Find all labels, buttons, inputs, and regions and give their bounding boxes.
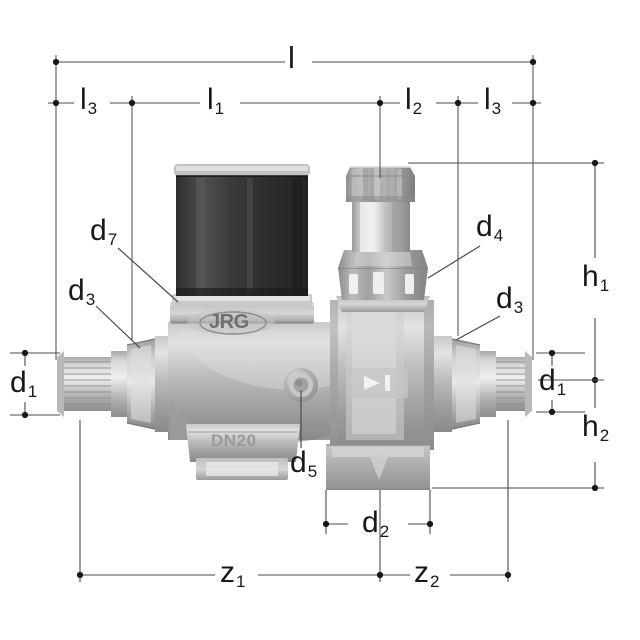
dimension-label-d3-left: d3 xyxy=(68,274,96,310)
dimension-label-h1: h1 xyxy=(582,260,610,296)
bottom-outlet xyxy=(326,444,430,490)
dimension-l xyxy=(52,58,537,66)
leader-d3-left xyxy=(95,305,141,349)
dimension-label-d1-right: d1 xyxy=(539,364,567,400)
adjustment-knob xyxy=(346,166,415,202)
black-cap xyxy=(172,164,312,306)
extension-lines-top xyxy=(55,55,534,360)
dimension-label-d3-right: d3 xyxy=(496,282,524,318)
brand-mark-text: JRG xyxy=(209,311,249,333)
dimension-d2 xyxy=(322,490,434,534)
dimension-heights xyxy=(408,159,604,492)
dimension-label-l: l xyxy=(288,40,295,75)
dimension-label-l3-left: l3 xyxy=(80,83,98,119)
valve-stem xyxy=(352,200,410,252)
dimension-label-l2: l2 xyxy=(405,83,423,119)
dimension-chain-lengths xyxy=(48,99,541,107)
test-port xyxy=(284,368,318,402)
dimension-label-h2: h2 xyxy=(582,410,610,446)
lower-left-boss xyxy=(186,424,300,480)
dimension-label-d1-left: d1 xyxy=(10,366,38,402)
dimension-label-l1: l1 xyxy=(207,83,225,119)
dimension-d1-right xyxy=(536,349,585,416)
leader-d4 xyxy=(427,245,481,279)
dimension-label-d4: d4 xyxy=(476,210,504,246)
dimension-label-l3-right: l3 xyxy=(484,83,502,119)
leader-d7 xyxy=(117,247,179,303)
dimension-label-d5: d5 xyxy=(290,446,318,482)
right-threaded-connection xyxy=(434,336,532,432)
dimension-label-d7: d7 xyxy=(90,214,118,250)
leader-d3-right xyxy=(455,315,501,341)
leader-lines xyxy=(95,245,501,448)
dimension-z-chain xyxy=(76,420,512,582)
dimension-d1-left xyxy=(10,349,60,419)
dimension-label-z2: z2 xyxy=(414,556,440,592)
dimension-label-z1: z1 xyxy=(220,556,246,592)
size-mark-text: DN20 xyxy=(211,431,257,450)
dimension-label-d2: d2 xyxy=(362,506,390,542)
regulator-bonnet xyxy=(338,250,428,300)
brand-mark-emboss xyxy=(199,311,267,335)
left-threaded-connection xyxy=(57,336,173,432)
